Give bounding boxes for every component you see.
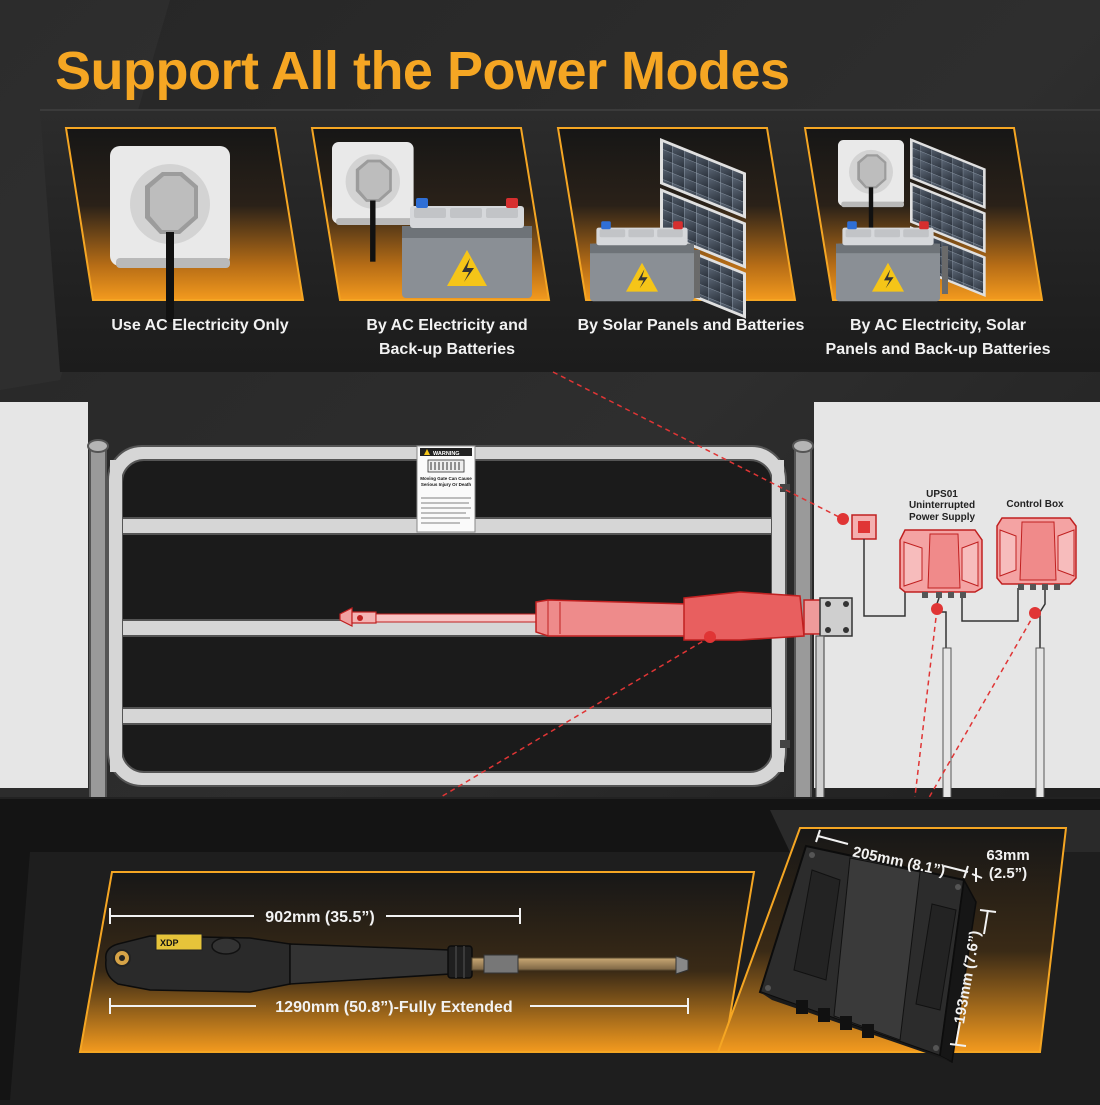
- control-box-depth-line1: 63mm: [986, 847, 1029, 864]
- warning-headline: Moving Gate Can Cause Serious Injury Or …: [420, 476, 472, 487]
- mode-label-ac-battery: By AC Electricity and Back-up Batteries: [332, 314, 562, 362]
- ups-box: [899, 529, 983, 803]
- mode-label-line2: Back-up Batteries: [378, 341, 516, 358]
- control-box-highlight: [996, 517, 1077, 803]
- mode-card-all: [803, 127, 1044, 302]
- opener-card: XDP 902mm (35.5”) 1290mm (50.8”)-Fully E…: [78, 871, 756, 1053]
- opener-brand-badge: XDP: [160, 938, 179, 948]
- mode-label-line1: Use AC Electricity Only: [111, 317, 289, 334]
- control-box-card: 205mm (8.1”) 63mm (2.5”) 193mm (7.6”): [716, 827, 1068, 1064]
- gate-opener-highlight: [339, 591, 853, 643]
- control-box-photo: [758, 844, 977, 1064]
- gate-opener-photo: XDP: [105, 933, 689, 993]
- battery-icon: [836, 221, 940, 302]
- mode-label-line1: By Solar Panels and Batteries: [577, 317, 805, 334]
- gate-post-left: [87, 439, 109, 799]
- mode-card-ac: [64, 127, 305, 322]
- wall-outlet-highlight: [837, 513, 877, 540]
- mode-label-all: By AC Electricity, Solar Panels and Back…: [818, 314, 1058, 362]
- mode-label-line2: Panels and Back-up Batteries: [825, 341, 1051, 358]
- mode-card-ac-battery: [310, 127, 551, 301]
- warning-sign: WARNING Moving Gate Can Cause Serious In…: [416, 445, 476, 533]
- opener-extended-length: 1290mm (50.8”)-Fully Extended: [275, 999, 512, 1016]
- mode-label-line1: By AC Electricity and: [366, 317, 528, 334]
- power-cable: [863, 539, 906, 617]
- battery-icon: [402, 198, 532, 298]
- ups-name: Uninterrupted Power Supply: [908, 500, 976, 523]
- mode-label-ac: Use AC Electricity Only: [90, 314, 310, 338]
- wall-left: [0, 402, 88, 788]
- opener-retracted-length: 902mm (35.5”): [265, 909, 374, 926]
- mode-label-solar-battery: By Solar Panels and Batteries: [566, 314, 816, 338]
- control-box-depth-line2: (2.5”): [989, 865, 1027, 882]
- wall-right: [814, 402, 1100, 788]
- page-title: Support All the Power Modes: [55, 41, 790, 101]
- ups-label: UPS01: [926, 489, 958, 500]
- control-box-label: Control Box: [1006, 499, 1064, 510]
- battery-icon: [590, 221, 694, 302]
- mode-label-line1: By AC Electricity, Solar: [849, 317, 1027, 334]
- opener-dimensions: [109, 908, 689, 1014]
- mode-card-solar-battery: [556, 127, 797, 319]
- link-cable: [961, 588, 1019, 622]
- control-box-dimensions: [815, 829, 997, 1047]
- warning-header: WARNING: [433, 451, 460, 457]
